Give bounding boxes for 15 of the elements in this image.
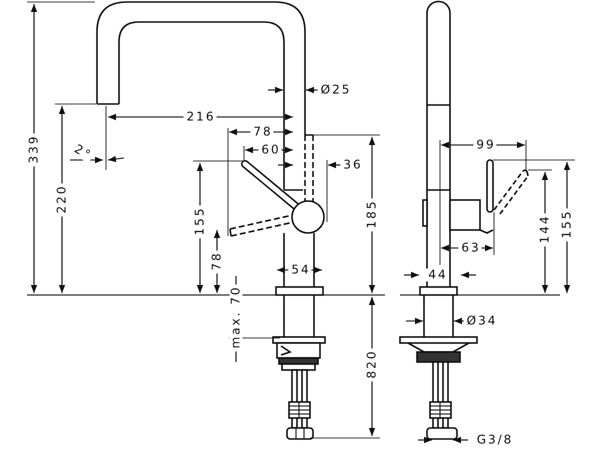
- dimension-label: 60: [258, 144, 282, 156]
- dimension-label: 339: [28, 134, 40, 166]
- dimension-label: 216: [184, 110, 216, 124]
- dimension-label: 78: [250, 126, 274, 138]
- dimension-label: 63: [458, 242, 482, 254]
- dimension-label: 54: [288, 264, 312, 276]
- dimension-label: 155: [194, 206, 206, 238]
- dimension-label: 220: [56, 184, 68, 216]
- dimension-label: 820: [366, 348, 378, 382]
- dimension-label: max. 70: [230, 284, 242, 352]
- dimension-label: 144: [538, 214, 552, 246]
- dimension-label: 78: [210, 250, 224, 274]
- dimension-label: 99: [473, 138, 497, 152]
- dimension-label: 185: [366, 198, 378, 232]
- dimension-label: 155: [560, 208, 574, 242]
